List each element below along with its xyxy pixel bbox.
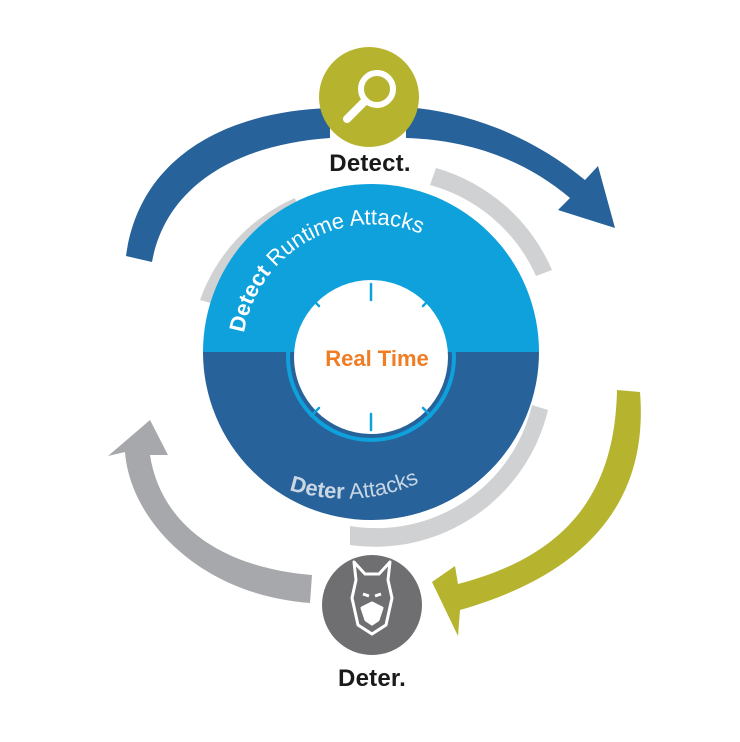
clock-face	[294, 280, 448, 434]
real-time-label: Real Time	[325, 346, 429, 371]
deter-node	[322, 555, 422, 655]
ring-shadow-bottom	[350, 405, 548, 547]
detect-node	[319, 47, 419, 147]
guard-dog-icon	[350, 560, 394, 636]
detect-to-deter-arrow	[432, 390, 641, 636]
magnifier-icon	[343, 70, 396, 123]
clock-outer-ring	[286, 272, 456, 442]
deter-to-detect-arrow	[108, 420, 312, 603]
deter-ring-half	[203, 352, 539, 520]
deter-label: Deter.	[338, 665, 406, 692]
detect-ring-half	[203, 184, 539, 352]
detect-cycle-arrow	[126, 107, 615, 262]
ring-shadow-right	[430, 168, 552, 276]
detect-label: Detect.	[329, 150, 411, 177]
clock-ticks	[309, 282, 433, 432]
detect-node-circle	[319, 47, 419, 147]
